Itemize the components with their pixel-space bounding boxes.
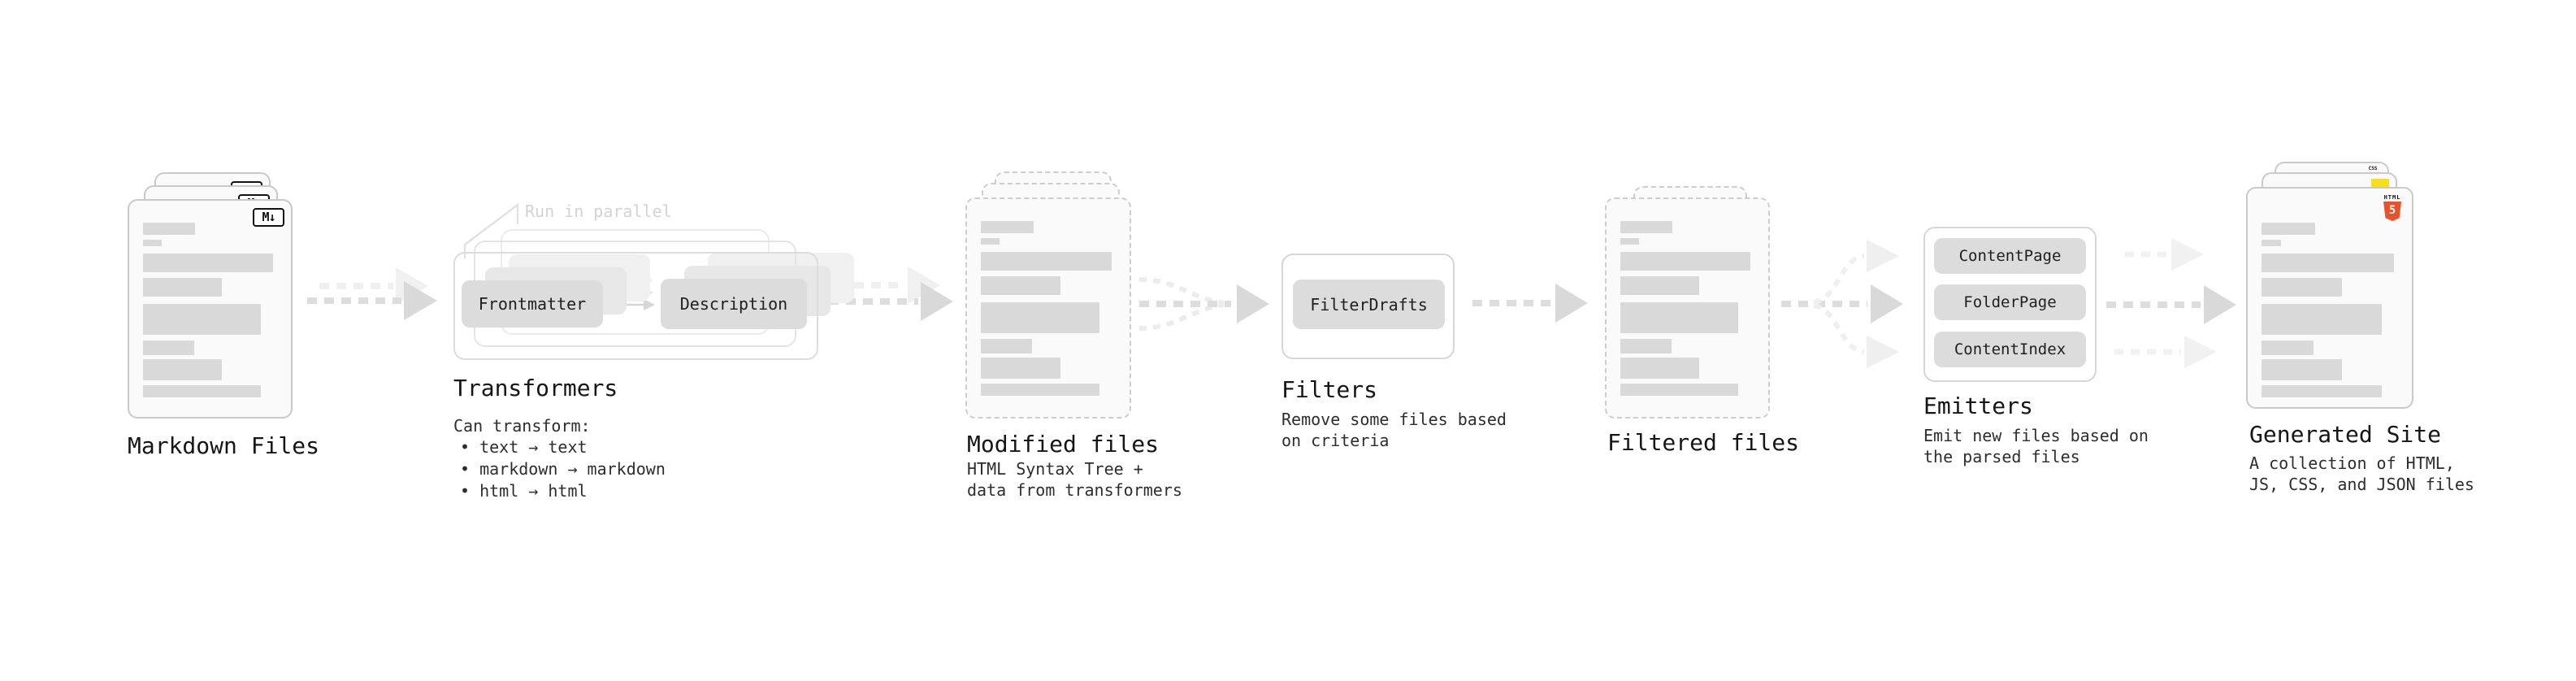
stage-title-filters: Filters [1281, 376, 1378, 403]
content-line-placeholder [2262, 278, 2343, 297]
content-line-placeholder [1620, 384, 1739, 396]
content-line-placeholder [981, 221, 1034, 233]
content-line-placeholder [981, 358, 1060, 379]
html5-icon-shield: 5 [2383, 202, 2401, 221]
transform-bullet-list: • text → text • markdown → markdown • ht… [453, 436, 666, 502]
content-line-placeholder [2262, 254, 2394, 272]
stage-title-filtered-files: Filtered files [1607, 429, 1800, 456]
bullet-item: • text → text [460, 437, 588, 457]
content-line-placeholder [143, 340, 194, 355]
folderpage-emitter-box: FolderPage [1934, 284, 2086, 320]
contentpage-emitter-box: ContentPage [1934, 238, 2086, 274]
content-line-placeholder [143, 223, 196, 235]
content-line-placeholder [981, 339, 1033, 354]
content-line-placeholder [2262, 304, 2382, 335]
content-line-placeholder [1620, 302, 1739, 333]
document-content-placeholder [1620, 221, 1754, 396]
document-content-placeholder [143, 223, 277, 397]
content-line-placeholder [143, 359, 223, 380]
content-line-placeholder [981, 238, 1000, 245]
content-line-placeholder [143, 278, 223, 297]
arrow-markdown-to-transformers [307, 267, 437, 320]
bullet-item: • markdown → markdown [460, 459, 666, 479]
content-line-placeholder [981, 302, 1100, 333]
content-line-placeholder [2262, 340, 2314, 355]
content-line-placeholder [1620, 339, 1672, 354]
run-in-parallel-annotation: Run in parallel [525, 202, 672, 221]
modified-file-card-front [965, 197, 1131, 419]
content-line-placeholder [143, 304, 262, 335]
markdown-file-card-front: M↓ [128, 199, 293, 419]
content-line-placeholder [1620, 276, 1700, 295]
stage-title-generated-site: Generated Site [2249, 421, 2442, 448]
description-transformer-box: Description [661, 279, 807, 329]
stage-title-emitters: Emitters [1923, 393, 2033, 419]
description-line: data from transformers [967, 480, 1182, 500]
content-line-placeholder [2262, 240, 2281, 246]
html5-icon: HTML 5 [2382, 194, 2403, 221]
content-line-placeholder [981, 252, 1112, 271]
content-line-placeholder [981, 384, 1100, 396]
content-line-placeholder [2262, 359, 2343, 380]
bullet-item: • html → html [460, 481, 588, 501]
description-line: A collection of HTML, [2249, 453, 2455, 473]
document-content-placeholder [2262, 223, 2398, 397]
css-icon-label: CSS [2368, 166, 2378, 171]
filterdrafts-box: FilterDrafts [1293, 280, 1445, 329]
description-line: Can transform: [453, 416, 591, 436]
frontmatter-transformer-box: Frontmatter [462, 280, 603, 327]
modified-files-description: HTML Syntax Tree + data from transformer… [967, 458, 1182, 501]
generated-site-description: A collection of HTML, JS, CSS, and JSON … [2249, 453, 2474, 495]
transformer-panel-front [453, 252, 818, 360]
filters-description: Remove some files based on criteria [1281, 409, 1507, 451]
js-icon [2371, 179, 2389, 187]
content-line-placeholder [981, 276, 1060, 295]
transformers-description: Can transform: • text → text • markdown … [453, 415, 666, 502]
stage-title-transformers: Transformers [453, 375, 618, 401]
arrow-filtered-to-emitters-diverge [1781, 240, 1903, 368]
content-line-placeholder [143, 385, 262, 397]
markdown-icon: M↓ [253, 208, 284, 227]
content-line-placeholder [2262, 223, 2315, 235]
arrow-emitters-to-generated [2106, 238, 2236, 368]
content-line-placeholder [1620, 358, 1700, 379]
description-line: on criteria [1281, 431, 1390, 450]
description-line: Remove some files based [1281, 410, 1507, 429]
emitters-description: Emit new files based on the parsed files [1923, 425, 2149, 467]
content-line-placeholder [2262, 385, 2382, 397]
document-content-placeholder [981, 221, 1116, 396]
content-line-placeholder [143, 254, 274, 272]
description-line: JS, CSS, and JSON files [2249, 475, 2474, 494]
content-line-placeholder [143, 240, 163, 246]
description-line: the parsed files [1923, 447, 2080, 466]
arrow-modified-to-filters-converge [1138, 277, 1269, 331]
contentindex-emitter-box: ContentIndex [1934, 332, 2086, 367]
stage-title-modified-files: Modified files [967, 431, 1160, 458]
generated-site-card-front: HTML 5 [2246, 187, 2413, 409]
content-line-placeholder [1620, 252, 1751, 271]
html5-icon-label: HTML [2383, 194, 2401, 201]
description-line: HTML Syntax Tree + [967, 459, 1143, 479]
description-line: Emit new files based on [1923, 426, 2149, 445]
filtered-file-card-front [1605, 197, 1770, 419]
content-line-placeholder [1620, 238, 1640, 245]
arrow-filters-to-filtered [1472, 284, 1588, 323]
content-line-placeholder [1620, 221, 1673, 233]
stage-title-markdown-files: Markdown Files [128, 432, 320, 459]
